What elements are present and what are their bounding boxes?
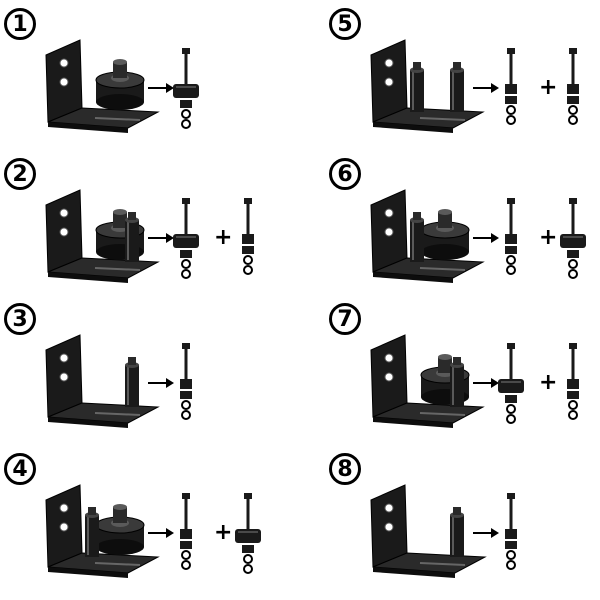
option-number-badge: 1 — [4, 8, 36, 40]
guide-pin-right — [125, 357, 139, 407]
spacer-hardware-kit-icon — [505, 493, 517, 570]
bracket — [45, 39, 160, 133]
spacer-hardware-kit-icon — [505, 48, 517, 125]
bracket — [370, 484, 487, 578]
roller-wheel — [95, 59, 145, 110]
wheel-hardware-kit-icon — [498, 343, 524, 424]
bracket — [370, 189, 485, 283]
wheel-hardware-kit-icon — [235, 493, 261, 574]
option-panel-4: 4+ — [0, 445, 290, 585]
arrow-icon — [148, 83, 174, 93]
bracket — [370, 39, 485, 133]
option-illustration: + — [370, 334, 579, 428]
spacer-hardware-kit-icon — [242, 198, 254, 275]
spacer-hardware-kit-icon — [505, 198, 517, 275]
bracket — [45, 189, 160, 283]
spacer-hardware-kit-icon — [180, 493, 192, 570]
option-panel-2: 2+ — [0, 150, 290, 290]
option-illustration: + — [45, 189, 254, 283]
option-panel-1: 1 — [0, 0, 290, 140]
plus-sign: + — [539, 370, 557, 395]
wheel-hardware-kit-icon — [560, 198, 586, 279]
arrow-icon — [473, 233, 499, 243]
bracket — [45, 334, 160, 428]
option-number-badge: 4 — [4, 453, 36, 485]
option-illustration — [45, 39, 199, 133]
arrow-icon — [473, 378, 499, 388]
option-illustration: + — [370, 189, 586, 283]
option-number-badge: 3 — [4, 303, 36, 335]
option-panel-7: 7+ — [325, 295, 600, 435]
guide-pin-right — [450, 62, 464, 112]
guide-pin-left — [410, 62, 424, 112]
option-panel-6: 6+ — [325, 150, 600, 290]
wheel-hardware-kit-icon — [173, 198, 199, 279]
arrow-icon — [148, 233, 174, 243]
plus-sign: + — [539, 75, 557, 100]
spacer-hardware-kit-icon — [567, 48, 579, 125]
plus-sign: + — [214, 520, 232, 545]
arrow-icon — [473, 83, 499, 93]
spacer-hardware-kit-icon — [567, 343, 579, 420]
option-panel-3: 3 — [0, 295, 290, 435]
option-number-badge: 2 — [4, 158, 36, 190]
plus-sign: + — [539, 225, 557, 250]
arrow-icon — [148, 378, 174, 388]
option-illustration: + — [45, 484, 261, 578]
guide-pin-left — [410, 212, 424, 262]
spacer-hardware-kit-icon — [180, 343, 192, 420]
roller-wheel — [420, 209, 470, 260]
option-number-badge: 7 — [329, 303, 361, 335]
option-illustration — [45, 334, 192, 428]
guide-pin-right — [125, 212, 139, 262]
arrow-icon — [473, 528, 499, 538]
option-number-badge: 5 — [329, 8, 361, 40]
option-panel-8: 8 — [325, 445, 600, 585]
guide-pin-left — [85, 507, 99, 557]
arrow-icon — [148, 528, 174, 538]
plus-sign: + — [214, 225, 232, 250]
wheel-hardware-kit-icon — [173, 48, 199, 129]
bracket — [45, 484, 160, 578]
option-number-badge: 8 — [329, 453, 361, 485]
guide-pin-right — [450, 507, 464, 557]
option-number-badge: 6 — [329, 158, 361, 190]
option-illustration: + — [370, 39, 579, 133]
bracket — [370, 334, 485, 428]
option-illustration — [370, 484, 517, 578]
roller-wheel — [95, 504, 145, 555]
guide-pin-right — [450, 357, 464, 407]
option-panel-5: 5+ — [325, 0, 600, 140]
